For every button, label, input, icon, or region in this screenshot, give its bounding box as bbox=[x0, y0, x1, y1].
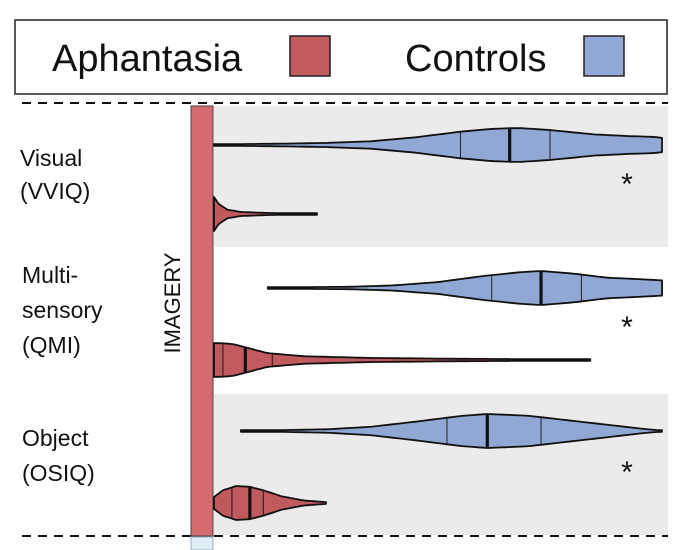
legend: Aphantasia Controls bbox=[14, 19, 668, 95]
violin-aphantasia-group-1 bbox=[213, 342, 592, 378]
violin-controls-group-2 bbox=[240, 413, 663, 449]
group-label-multisensory-line-2: sensory bbox=[22, 297, 103, 323]
imagery-bar-bottom-stub bbox=[190, 536, 214, 550]
violin-aphantasia-group-0 bbox=[213, 196, 318, 232]
panel-bg-object bbox=[214, 394, 668, 535]
imagery-label: IMAGERY bbox=[160, 252, 185, 353]
significance-marker-multisensory: * bbox=[621, 311, 633, 344]
group-label-visual: Visual (VVIQ) bbox=[20, 145, 90, 204]
group-label-object: Object (OSIQ) bbox=[22, 425, 95, 486]
group-label-multisensory: Multi- sensory (QMI) bbox=[22, 262, 109, 358]
legend-box bbox=[14, 19, 668, 95]
panel-bg-visual bbox=[214, 106, 668, 247]
group-label-object-line-1: Object bbox=[22, 425, 89, 451]
group-label-object-line-2: (OSIQ) bbox=[22, 460, 95, 486]
imagery-bar bbox=[190, 105, 214, 537]
legend-swatch-aphantasia bbox=[289, 35, 331, 77]
legend-label-aphantasia: Aphantasia bbox=[52, 38, 243, 80]
legend-swatch-controls bbox=[583, 35, 625, 77]
group-label-multisensory-line-1: Multi- bbox=[22, 262, 78, 288]
significance-marker-visual: * bbox=[621, 168, 633, 201]
group-label-visual-line-1: Visual bbox=[20, 145, 82, 171]
group-label-visual-line-2: (VVIQ) bbox=[20, 178, 90, 204]
violins-layer bbox=[213, 127, 663, 521]
group-label-multisensory-line-3: (QMI) bbox=[22, 332, 81, 358]
significance-marker-object: * bbox=[621, 456, 633, 489]
legend-label-controls: Controls bbox=[405, 38, 547, 80]
violin-controls-group-1 bbox=[266, 270, 663, 306]
